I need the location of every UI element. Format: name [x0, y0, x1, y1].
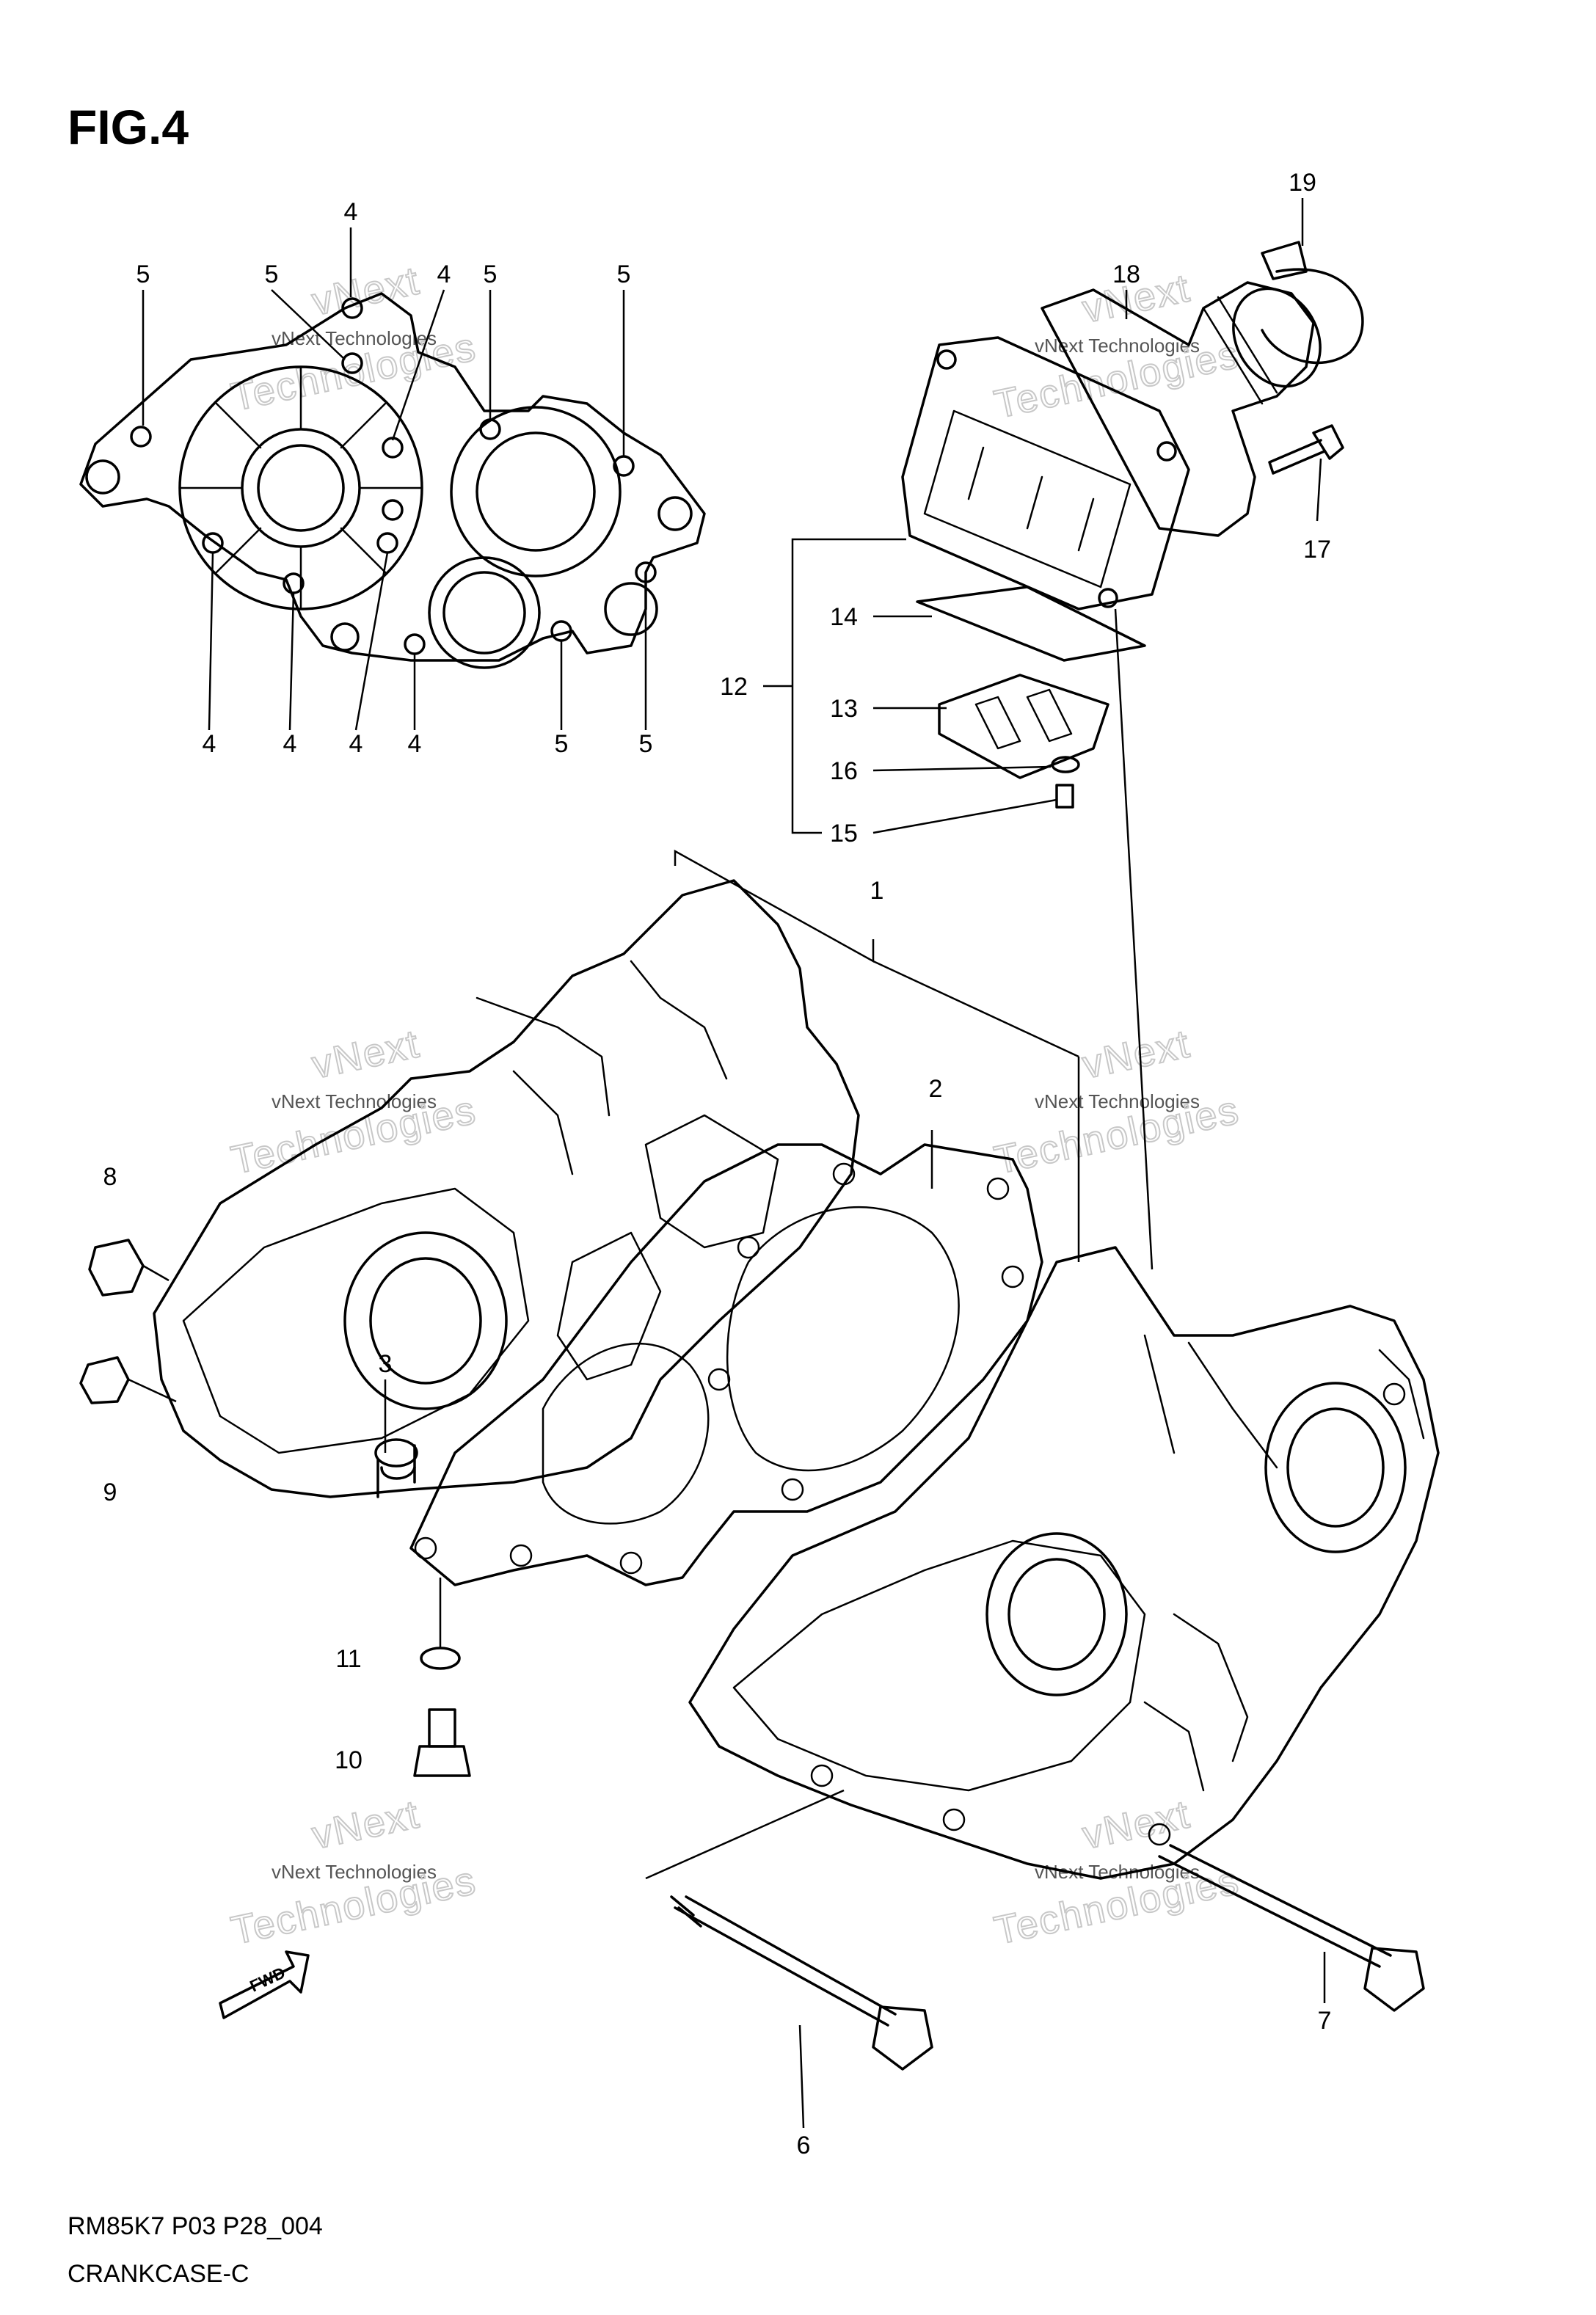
callout-labels: 1 2 3 4 4 4 4 4 4 4 5 5 5 5 5 5 6 7 8 9 …: [103, 169, 1332, 2159]
callout-4: 4: [437, 260, 451, 288]
callout-9: 9: [103, 1479, 117, 1506]
watermark-text: vNext Technologies: [272, 1861, 437, 1883]
fwd-label: FWD: [247, 1964, 288, 1996]
callout-8: 8: [103, 1163, 117, 1191]
callout-5: 5: [484, 260, 498, 288]
callout-18: 18: [1112, 260, 1140, 288]
callout-2: 2: [929, 1075, 943, 1103]
leader-lines-top: [142, 227, 647, 731]
watermark-group: vNext Technologies vNext Technologies vN…: [227, 258, 1244, 1953]
callout-10: 10: [335, 1746, 362, 1774]
callout-4: 4: [203, 730, 216, 758]
callout-12: 12: [720, 673, 748, 701]
callout-7: 7: [1318, 2007, 1332, 2035]
watermark-text: vNext: [1079, 1021, 1194, 1087]
diagram-code: RM85K7 P03 P28_004: [68, 2212, 323, 2240]
callout-11: 11: [335, 1645, 361, 1673]
callout-5: 5: [617, 260, 631, 288]
assembly-bracket: [763, 198, 1322, 1270]
callout-5: 5: [555, 730, 569, 758]
callout-5: 5: [136, 260, 150, 288]
diagram-name: CRANKCASE-C: [68, 2260, 249, 2288]
callout-1: 1: [870, 877, 884, 905]
callout-4: 4: [344, 198, 358, 226]
callout-4: 4: [349, 730, 363, 758]
watermark-text: vNext Technologies: [1035, 1090, 1200, 1112]
callout-17: 17: [1303, 536, 1331, 564]
callout-4: 4: [408, 730, 422, 758]
callout-15: 15: [830, 820, 858, 847]
callout-5: 5: [265, 260, 279, 288]
callout-19: 19: [1289, 169, 1316, 197]
callout-6: 6: [797, 2132, 811, 2159]
watermark-text: vNext Technologies: [272, 1090, 437, 1112]
crankcase-main: [79, 849, 1440, 2129]
watermark-text: vNext: [308, 258, 423, 324]
callout-4: 4: [283, 730, 297, 758]
figure-title: FIG.4: [68, 100, 189, 154]
watermark-text: vNext: [308, 1021, 423, 1087]
watermark-text: vNext: [308, 1792, 423, 1857]
callout-14: 14: [830, 603, 858, 631]
reed-valve-assembly: [901, 241, 1364, 809]
callout-16: 16: [830, 757, 858, 785]
crankcase-cover-view: [79, 292, 706, 669]
callout-13: 13: [830, 695, 858, 723]
callout-5: 5: [639, 730, 653, 758]
callout-3: 3: [379, 1350, 393, 1378]
forward-arrow-icon: FWD: [219, 1950, 310, 2019]
